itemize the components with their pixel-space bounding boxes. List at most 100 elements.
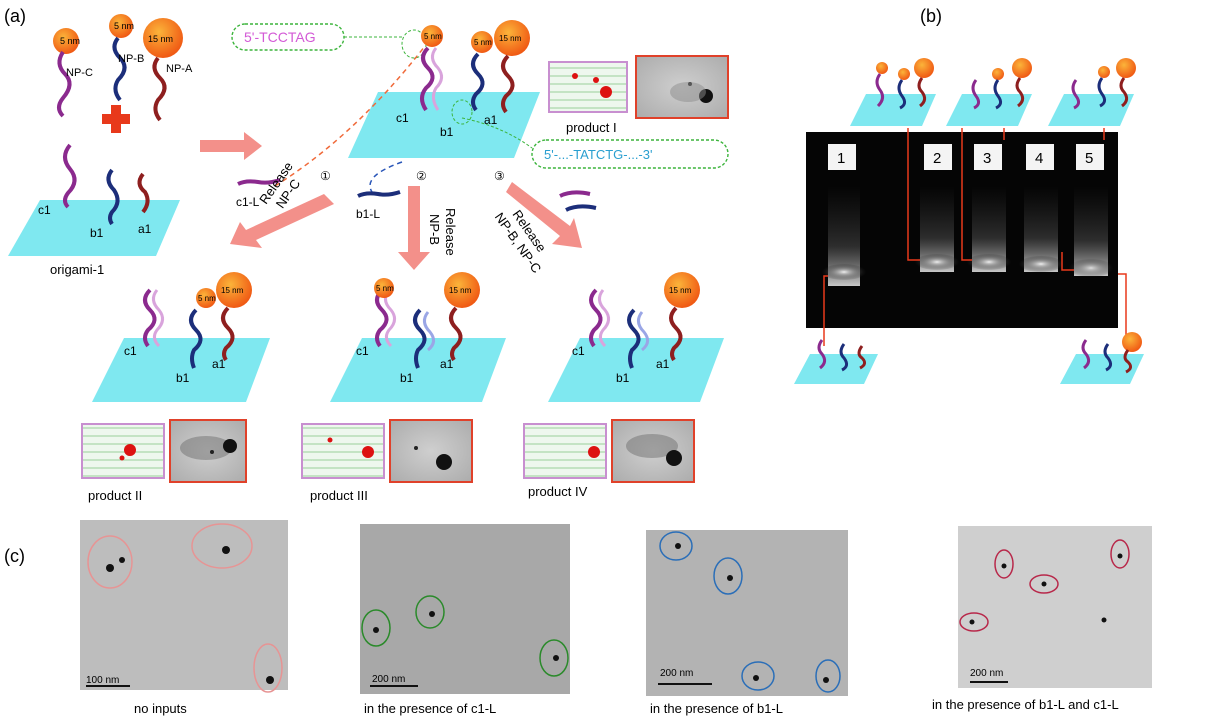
tem-c1-l: 200 nm — [360, 524, 570, 694]
assembled-b1-label: b1 — [440, 125, 454, 139]
gel-lane-4-label: 4 — [1035, 150, 1043, 167]
svg-text:c1: c1 — [572, 344, 585, 358]
step-2-marker: ② — [416, 169, 427, 183]
svg-text:5 nm: 5 nm — [198, 294, 216, 303]
product-3-group: product III — [301, 419, 473, 503]
np-a-particle — [143, 18, 183, 58]
assembled-c1-label: c1 — [396, 111, 409, 125]
product-3-label: product III — [310, 488, 368, 503]
gel-lane-2-label: 2 — [933, 150, 941, 167]
gel-lane-labels: 1 2 3 4 5 — [828, 144, 1104, 170]
np-b-strand — [112, 36, 127, 102]
sequence-top-text: 5'-TCCTAG — [244, 29, 316, 45]
release-2-line-2: NP-B — [427, 214, 442, 245]
sequence-bottom-callout: 5'-...-TATCTG-...-3' — [451, 99, 729, 169]
step-1-marker: ① — [320, 169, 331, 183]
np-b-name: NP-B — [118, 53, 144, 65]
np-a-name: NP-A — [166, 63, 193, 75]
release-2-line-1: Release — [443, 208, 458, 256]
origami-1-a1-label: a1 — [138, 222, 152, 236]
tem-caption-4: in the presence of b1-L and c1-L — [932, 697, 1119, 712]
scale-bar-2: 200 nm — [372, 674, 405, 685]
gel-connectors — [823, 128, 1127, 346]
svg-text:5 nm: 5 nm — [376, 284, 394, 293]
origami-1-b1-label: b1 — [90, 226, 104, 240]
origami-1-c1-label: c1 — [38, 203, 51, 217]
panel-label-a: (a) — [4, 6, 26, 26]
svg-text:c1: c1 — [356, 344, 369, 358]
svg-text:b1: b1 — [176, 371, 190, 385]
svg-text:15 nm: 15 nm — [499, 34, 522, 43]
product-4-group: product IV — [523, 419, 695, 499]
product-1-label: product I — [566, 120, 617, 135]
gel-lane-3-label: 3 — [983, 150, 991, 167]
tem-caption-3: in the presence of b1-L — [650, 701, 783, 716]
assembled-a1-label: a1 — [484, 113, 498, 127]
np-c-particle — [53, 28, 79, 54]
b1-strand-icon — [106, 168, 120, 226]
scale-bar-4: 200 nm — [970, 668, 1003, 679]
svg-text:15 nm: 15 nm — [449, 286, 472, 295]
tem-b1-l: 200 nm — [646, 530, 848, 696]
product-2-label: product II — [88, 488, 142, 503]
np-a-strand — [152, 56, 167, 122]
tem-caption-1: no inputs — [134, 701, 187, 716]
assembled-origami-plate — [348, 92, 540, 158]
gel-bottom-schematics — [794, 332, 1144, 384]
panel-label-c: (c) — [4, 546, 25, 566]
scale-bar-3: 200 nm — [660, 668, 693, 679]
np-b-particle — [109, 14, 133, 38]
gel-lane-1-label: 1 — [837, 150, 845, 167]
np-a-size: 15 nm — [148, 34, 173, 44]
svg-text:5 nm: 5 nm — [424, 32, 442, 41]
assembled-origami-group: 5 nm 5 nm 15 nm c1 b1 a1 — [348, 20, 540, 158]
np-c-name: NP-C — [66, 67, 93, 79]
origami-1-plate — [8, 200, 180, 256]
b1-l-label: b1-L — [356, 207, 380, 221]
gel-top-schematics — [850, 58, 1136, 126]
product-4-label: product IV — [528, 484, 588, 499]
sequence-bottom-text: 5'-...-TATCTG-...-3' — [544, 147, 652, 162]
origami-1-group: c1 b1 a1 origami-1 — [8, 143, 180, 277]
product-4-origami: 15 nm c1 b1 a1 — [548, 272, 724, 402]
release-arrow-3-icon — [506, 182, 582, 248]
release-arrows: c1-L b1-L ① ② ③ Release NP-C Release NP-… — [230, 45, 597, 276]
np-b-size: 5 nm — [114, 21, 134, 31]
product-3-tem-image — [389, 419, 473, 483]
product-1-group: product I — [548, 55, 729, 135]
svg-text:5 nm: 5 nm — [474, 38, 492, 47]
panel-label-b: (b) — [920, 6, 942, 26]
product-2-origami: 5 nm 15 nm c1 b1 a1 — [92, 272, 270, 402]
product-1-schematic — [548, 61, 628, 113]
product-2-group: product II — [81, 419, 247, 503]
svg-text:b1: b1 — [400, 371, 414, 385]
a1-strand-icon — [137, 172, 150, 214]
release-arrow-1-icon — [230, 194, 334, 248]
product-3-origami: 5 nm 15 nm c1 b1 a1 — [330, 272, 506, 402]
np-b-group: 5 nm NP-B — [109, 14, 144, 102]
svg-text:a1: a1 — [212, 357, 226, 371]
tem-b1-l-c1-l: 200 nm — [958, 526, 1152, 688]
step-3-marker: ③ — [494, 169, 505, 183]
svg-text:c1: c1 — [124, 344, 137, 358]
scale-bar-1: 100 nm — [86, 675, 119, 686]
svg-text:a1: a1 — [440, 357, 454, 371]
plus-icon — [102, 105, 130, 133]
forward-arrow-icon — [200, 132, 262, 160]
svg-text:15 nm: 15 nm — [221, 286, 244, 295]
svg-text:b1: b1 — [616, 371, 630, 385]
c1-strand-icon — [63, 143, 77, 209]
gel-lanes — [822, 186, 1113, 286]
np-c-group: 5 nm NP-C — [53, 28, 93, 118]
origami-1-label: origami-1 — [50, 262, 104, 277]
tem-caption-2: in the presence of c1-L — [364, 701, 496, 716]
np-a-group: 15 nm NP-A — [143, 18, 193, 122]
np-c-strand — [57, 50, 72, 118]
tem-no-inputs: 100 nm — [80, 520, 288, 693]
sequence-top-callout: 5'-TCCTAG — [231, 23, 427, 59]
np-c-size: 5 nm — [60, 36, 80, 46]
release-arrow-2-icon — [398, 186, 430, 270]
svg-text:15 nm: 15 nm — [669, 286, 692, 295]
gel-lane-5-label: 5 — [1085, 150, 1093, 167]
